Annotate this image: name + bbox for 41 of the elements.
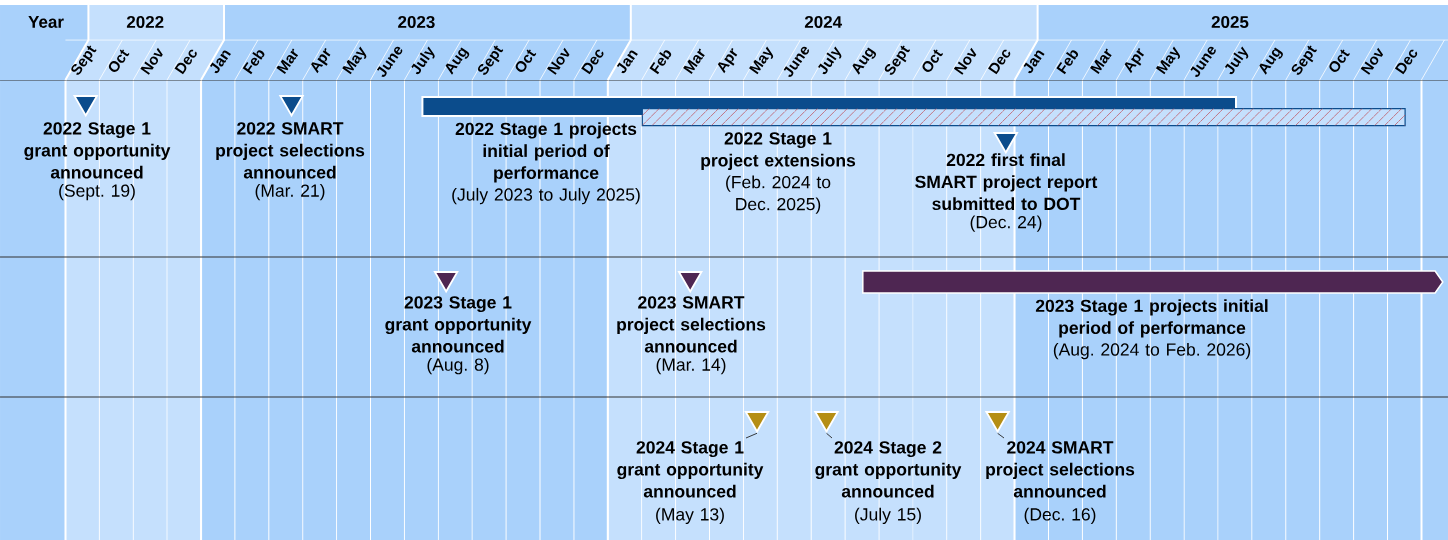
month-label: Dec [988, 49, 1011, 75]
event-date: (Aug. 2024 to Feb. 2026) [1053, 342, 1251, 360]
event-title: 2022 Stage 1 projects initial period of performance [455, 122, 637, 183]
year-heading: Year [28, 16, 64, 28]
month-label: Oct [1329, 49, 1350, 72]
month-label: Apr [717, 48, 738, 74]
month-label: Feb [242, 50, 265, 75]
year-heading: 2024 [804, 16, 842, 28]
month-label: Dec [174, 49, 197, 75]
event-title: 2022 Stage 1 grant opportunity announced [24, 122, 171, 179]
event-date: (Mar. 14) [656, 358, 726, 375]
month-label: Oct [108, 49, 130, 72]
month-label: Jan [616, 50, 638, 74]
event-date: (Sept. 19) [59, 184, 135, 201]
month-label: Mar [276, 48, 299, 74]
month-label: Jan [1023, 50, 1045, 74]
leader-line [745, 432, 758, 439]
event-date: (Feb. 2024 to Dec. 2025) [726, 175, 831, 214]
event-date: (July 2023 to July 2025) [452, 187, 640, 205]
event-label: 2024 Stage 1 grant opportunity announced (May 13) [617, 441, 764, 525]
event-date: (Dec. 24) [970, 215, 1042, 232]
event-label: 2024 SMART project selections announced (Dec. 16) [986, 441, 1135, 525]
month-label: Apr [1124, 48, 1144, 74]
month-label: Jan [210, 50, 231, 74]
year-heading: 2023 [398, 15, 435, 28]
arrow-bar [862, 270, 1444, 294]
leader-line [997, 432, 1005, 439]
month-label: Apr [311, 48, 331, 74]
event-date: (Mar. 21) [255, 184, 325, 201]
year-heading: 2022 [126, 16, 164, 28]
month-label: Oct [515, 49, 537, 72]
event-title: 2022 Stage 1 project extensions [701, 132, 856, 171]
month-label: Oct [922, 49, 943, 72]
month-label: Feb [649, 50, 672, 75]
event-label: 2024 Stage 2 grant opportunity announced (July 15) [815, 441, 962, 525]
month-label: Feb [1056, 50, 1079, 75]
year-heading: 2025 [1211, 16, 1249, 28]
event-date: (Aug. 8) [427, 358, 489, 375]
leader-line [826, 432, 833, 439]
month-label: Dec [581, 49, 604, 75]
month-label: Dec [1394, 49, 1418, 75]
